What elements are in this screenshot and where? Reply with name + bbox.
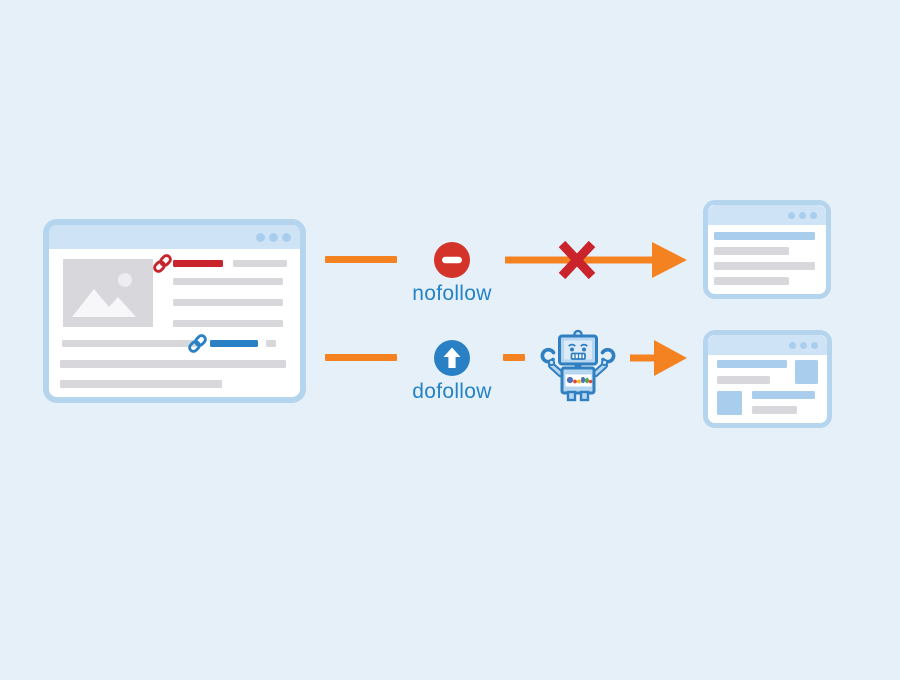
- nofollow-label: nofollow: [412, 282, 492, 305]
- text-bar: [60, 360, 286, 368]
- crawl-arrow-icon: [630, 340, 687, 376]
- text-bar: [173, 278, 283, 285]
- image-block: [795, 360, 818, 384]
- cross-icon: [555, 240, 599, 280]
- window-dots-icon: [256, 232, 291, 242]
- text-bar: [752, 406, 797, 414]
- target-window-titlebar: [708, 335, 827, 355]
- arrow-up-circle-icon: [434, 340, 470, 376]
- heading-bar: [714, 232, 815, 240]
- window-dots-icon: [789, 341, 818, 349]
- googlebot-robot-icon: [538, 328, 618, 404]
- source-page-window: [43, 219, 306, 403]
- target-window-titlebar: [708, 205, 826, 225]
- flow-segment: [503, 354, 525, 361]
- nofollow-link-bar: [173, 260, 223, 267]
- dofollow-target-window: [703, 330, 832, 428]
- source-window-titlebar: [49, 225, 300, 249]
- text-bar: [714, 262, 815, 270]
- dofollow-label: dofollow: [412, 380, 492, 403]
- text-bar: [60, 380, 222, 388]
- heading-bar: [717, 360, 787, 368]
- image-block: [717, 391, 742, 415]
- text-bar: [714, 247, 789, 255]
- text-bar: [266, 340, 276, 347]
- text-bar: [233, 260, 287, 267]
- text-bar: [717, 376, 770, 384]
- image-placeholder-icon: [63, 259, 153, 327]
- nofollow-target-window: [703, 200, 831, 299]
- flow-segment: [325, 354, 397, 361]
- nofollow-chain-link-icon: [151, 252, 174, 275]
- dofollow-link-bar: [210, 340, 258, 347]
- window-dots-icon: [788, 211, 817, 219]
- text-bar: [714, 277, 789, 285]
- dofollow-chain-link-icon: [186, 332, 209, 355]
- text-bar: [62, 340, 198, 347]
- text-bar: [173, 320, 283, 327]
- heading-bar: [752, 391, 815, 399]
- text-bar: [173, 299, 283, 306]
- flow-segment: [325, 256, 397, 263]
- no-entry-icon: [434, 242, 470, 278]
